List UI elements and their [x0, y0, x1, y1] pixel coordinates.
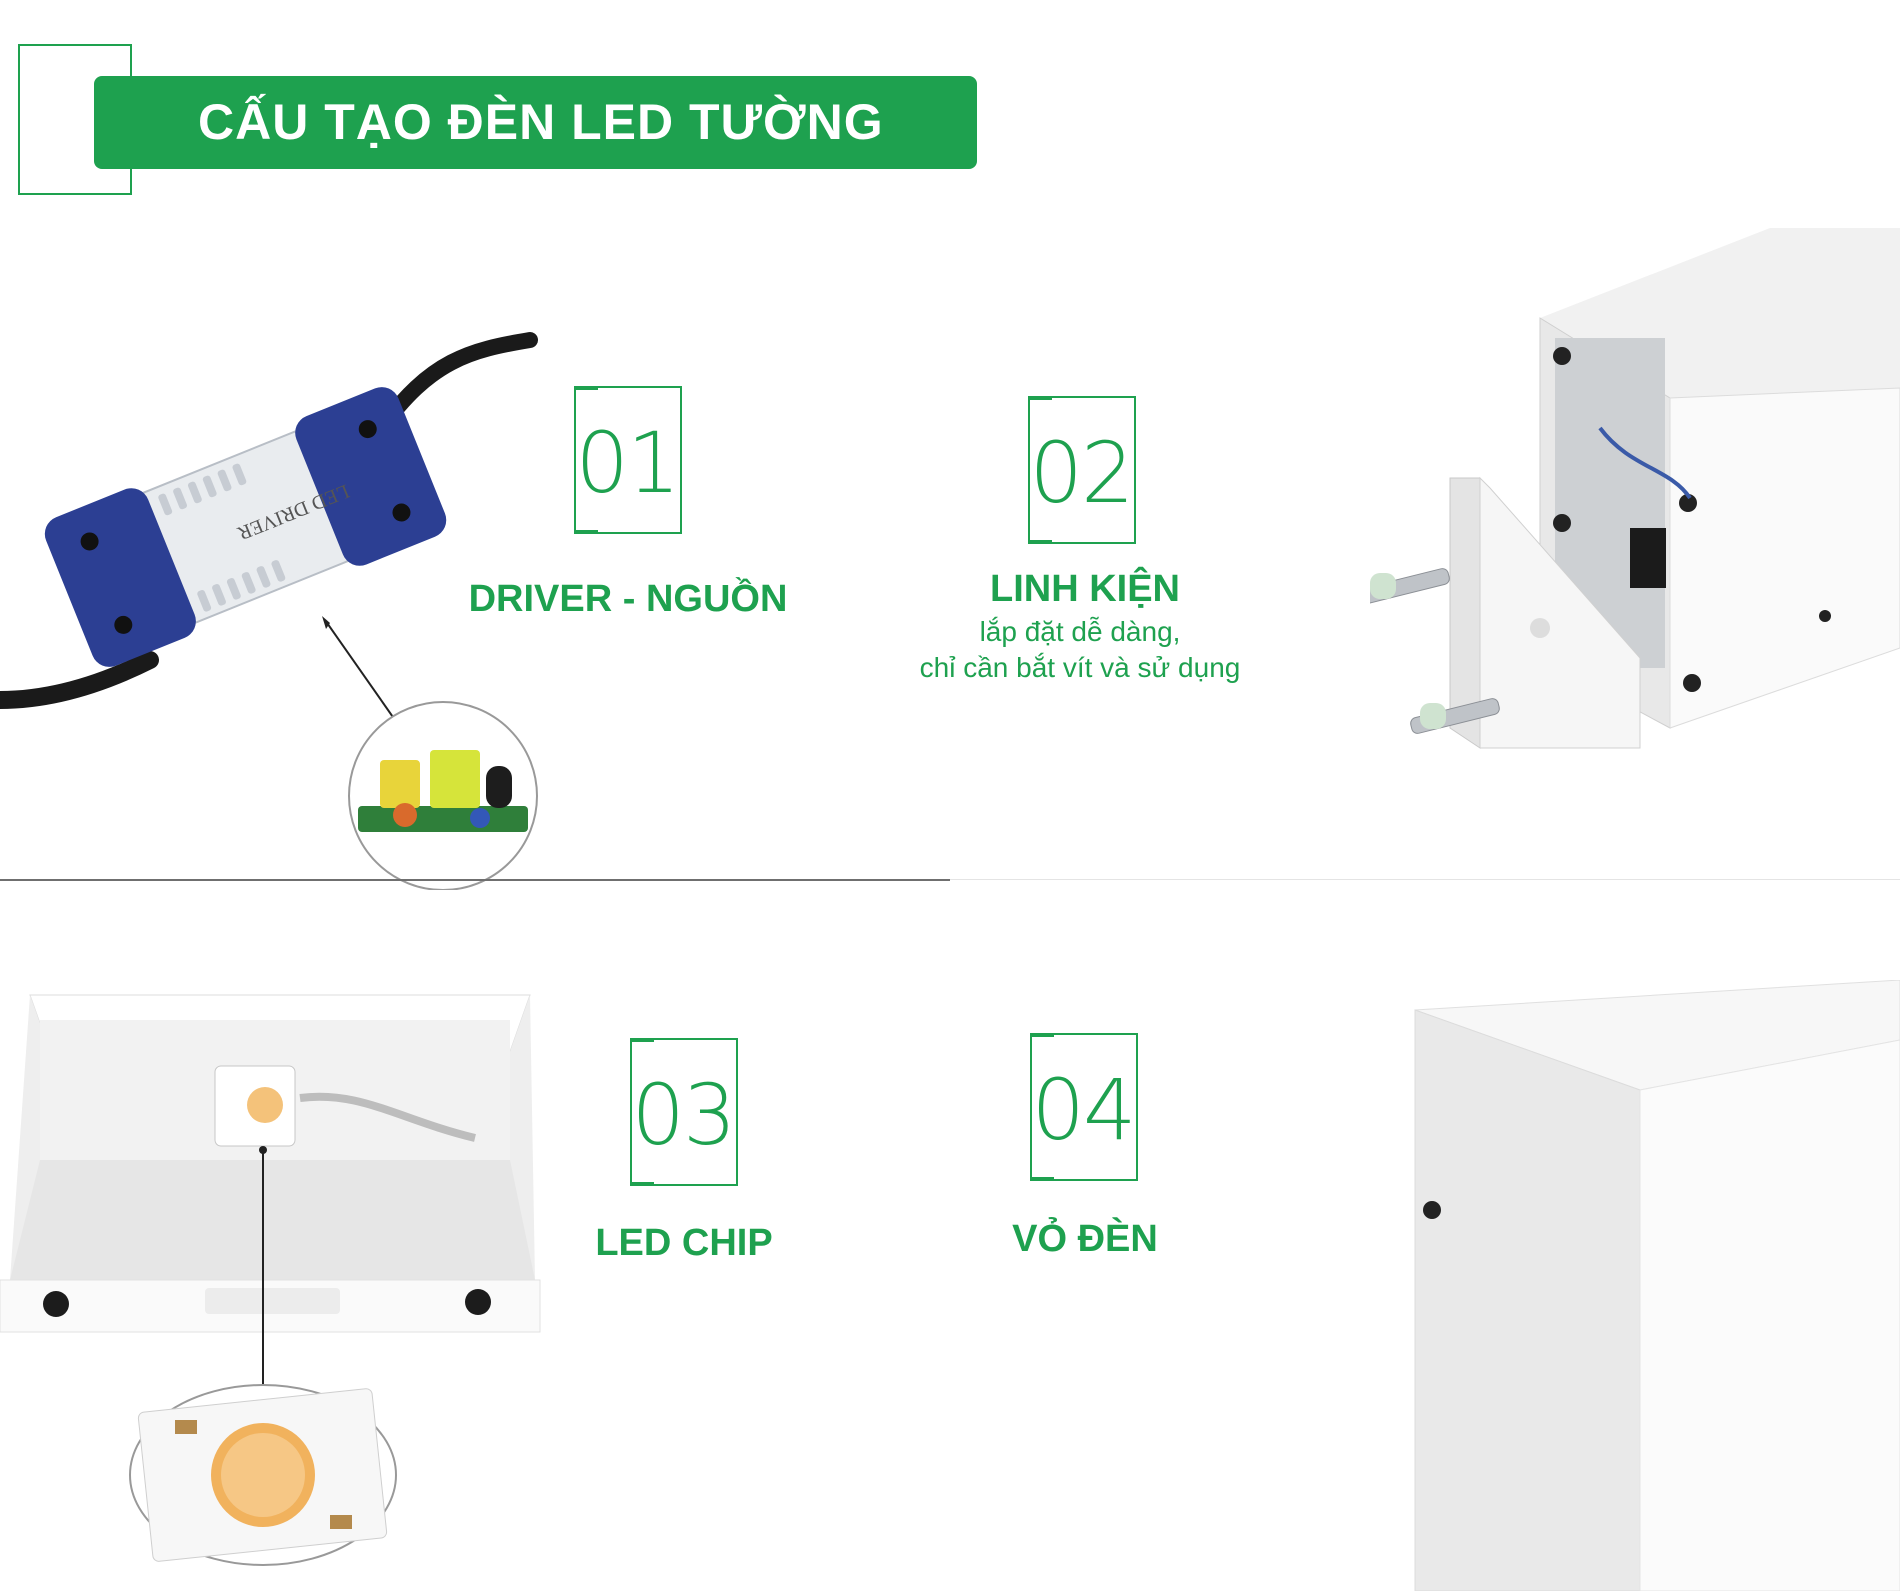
number-01: 01	[575, 414, 681, 512]
number-02: 02	[1029, 424, 1135, 522]
desc-line-1: lắp đặt dễ dàng,	[979, 616, 1181, 647]
page-title: CẤU TẠO ĐÈN LED TƯỜNG	[94, 76, 977, 169]
number-box-04: 04	[1030, 1033, 1138, 1181]
number-03: 03	[631, 1066, 737, 1164]
number-04: 04	[1031, 1061, 1137, 1159]
shell-illustration	[1414, 980, 1900, 1591]
label-driver: DRIVER - NGUỒN	[468, 578, 788, 620]
number-box-01: 01	[574, 386, 682, 534]
housing-bracket-illustration	[1370, 228, 1900, 749]
number-box-02: 02	[1028, 396, 1136, 544]
label-led-chip: LED CHIP	[595, 1222, 773, 1264]
label-linh-kien: LINH KIỆN	[990, 568, 1180, 610]
led-chip-illustration	[0, 994, 541, 1566]
number-box-03: 03	[630, 1038, 738, 1186]
label-vo-den: VỎ ĐÈN	[1012, 1218, 1158, 1260]
desc-line-2: chỉ cần bắt vít và sử dụng	[919, 652, 1241, 683]
section-divider-light	[950, 879, 1900, 880]
driver-illustration: LED DRIVER	[0, 332, 538, 890]
section-divider	[0, 879, 950, 881]
